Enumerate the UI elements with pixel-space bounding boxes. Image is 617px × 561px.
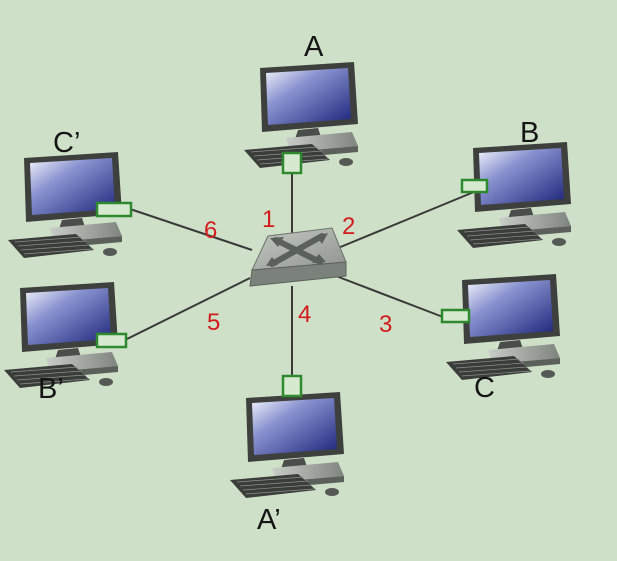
port-label-4: 4 [298, 301, 311, 328]
port-label-1: 1 [262, 206, 275, 233]
network-adapter-icon-B-prime [95, 332, 128, 349]
port-label-5: 5 [207, 309, 220, 336]
desktop-computer-icon-A-prime [229, 391, 345, 499]
network-adapter-icon-B [460, 178, 489, 194]
host-label-B: B [520, 117, 539, 149]
port-label-3: 3 [379, 311, 392, 338]
network-adapter-icon-A-prime [281, 374, 303, 398]
link-B [337, 186, 487, 249]
network-adapter-icon-A [281, 151, 303, 175]
port-label-6: 6 [204, 217, 217, 244]
links [124, 172, 487, 376]
link-C [335, 275, 444, 318]
link-C-prime [129, 208, 253, 251]
host-label-A: A [304, 31, 324, 63]
network-adapter-icon-C-prime [95, 201, 133, 218]
host-label-C-prime: C’ [53, 127, 80, 159]
port-label-2: 2 [342, 213, 355, 240]
host-label-A-prime: A’ [257, 504, 281, 536]
link-B-prime [124, 277, 251, 341]
host-label-C: C [474, 372, 495, 404]
network-adapter-icon-C [440, 308, 471, 324]
desktop-computer-icon-B [456, 141, 572, 249]
desktop-computer-icon-C [445, 273, 561, 381]
adapters [95, 151, 489, 398]
host-label-B-prime: B’ [38, 373, 64, 405]
network-switch-icon [249, 227, 347, 287]
